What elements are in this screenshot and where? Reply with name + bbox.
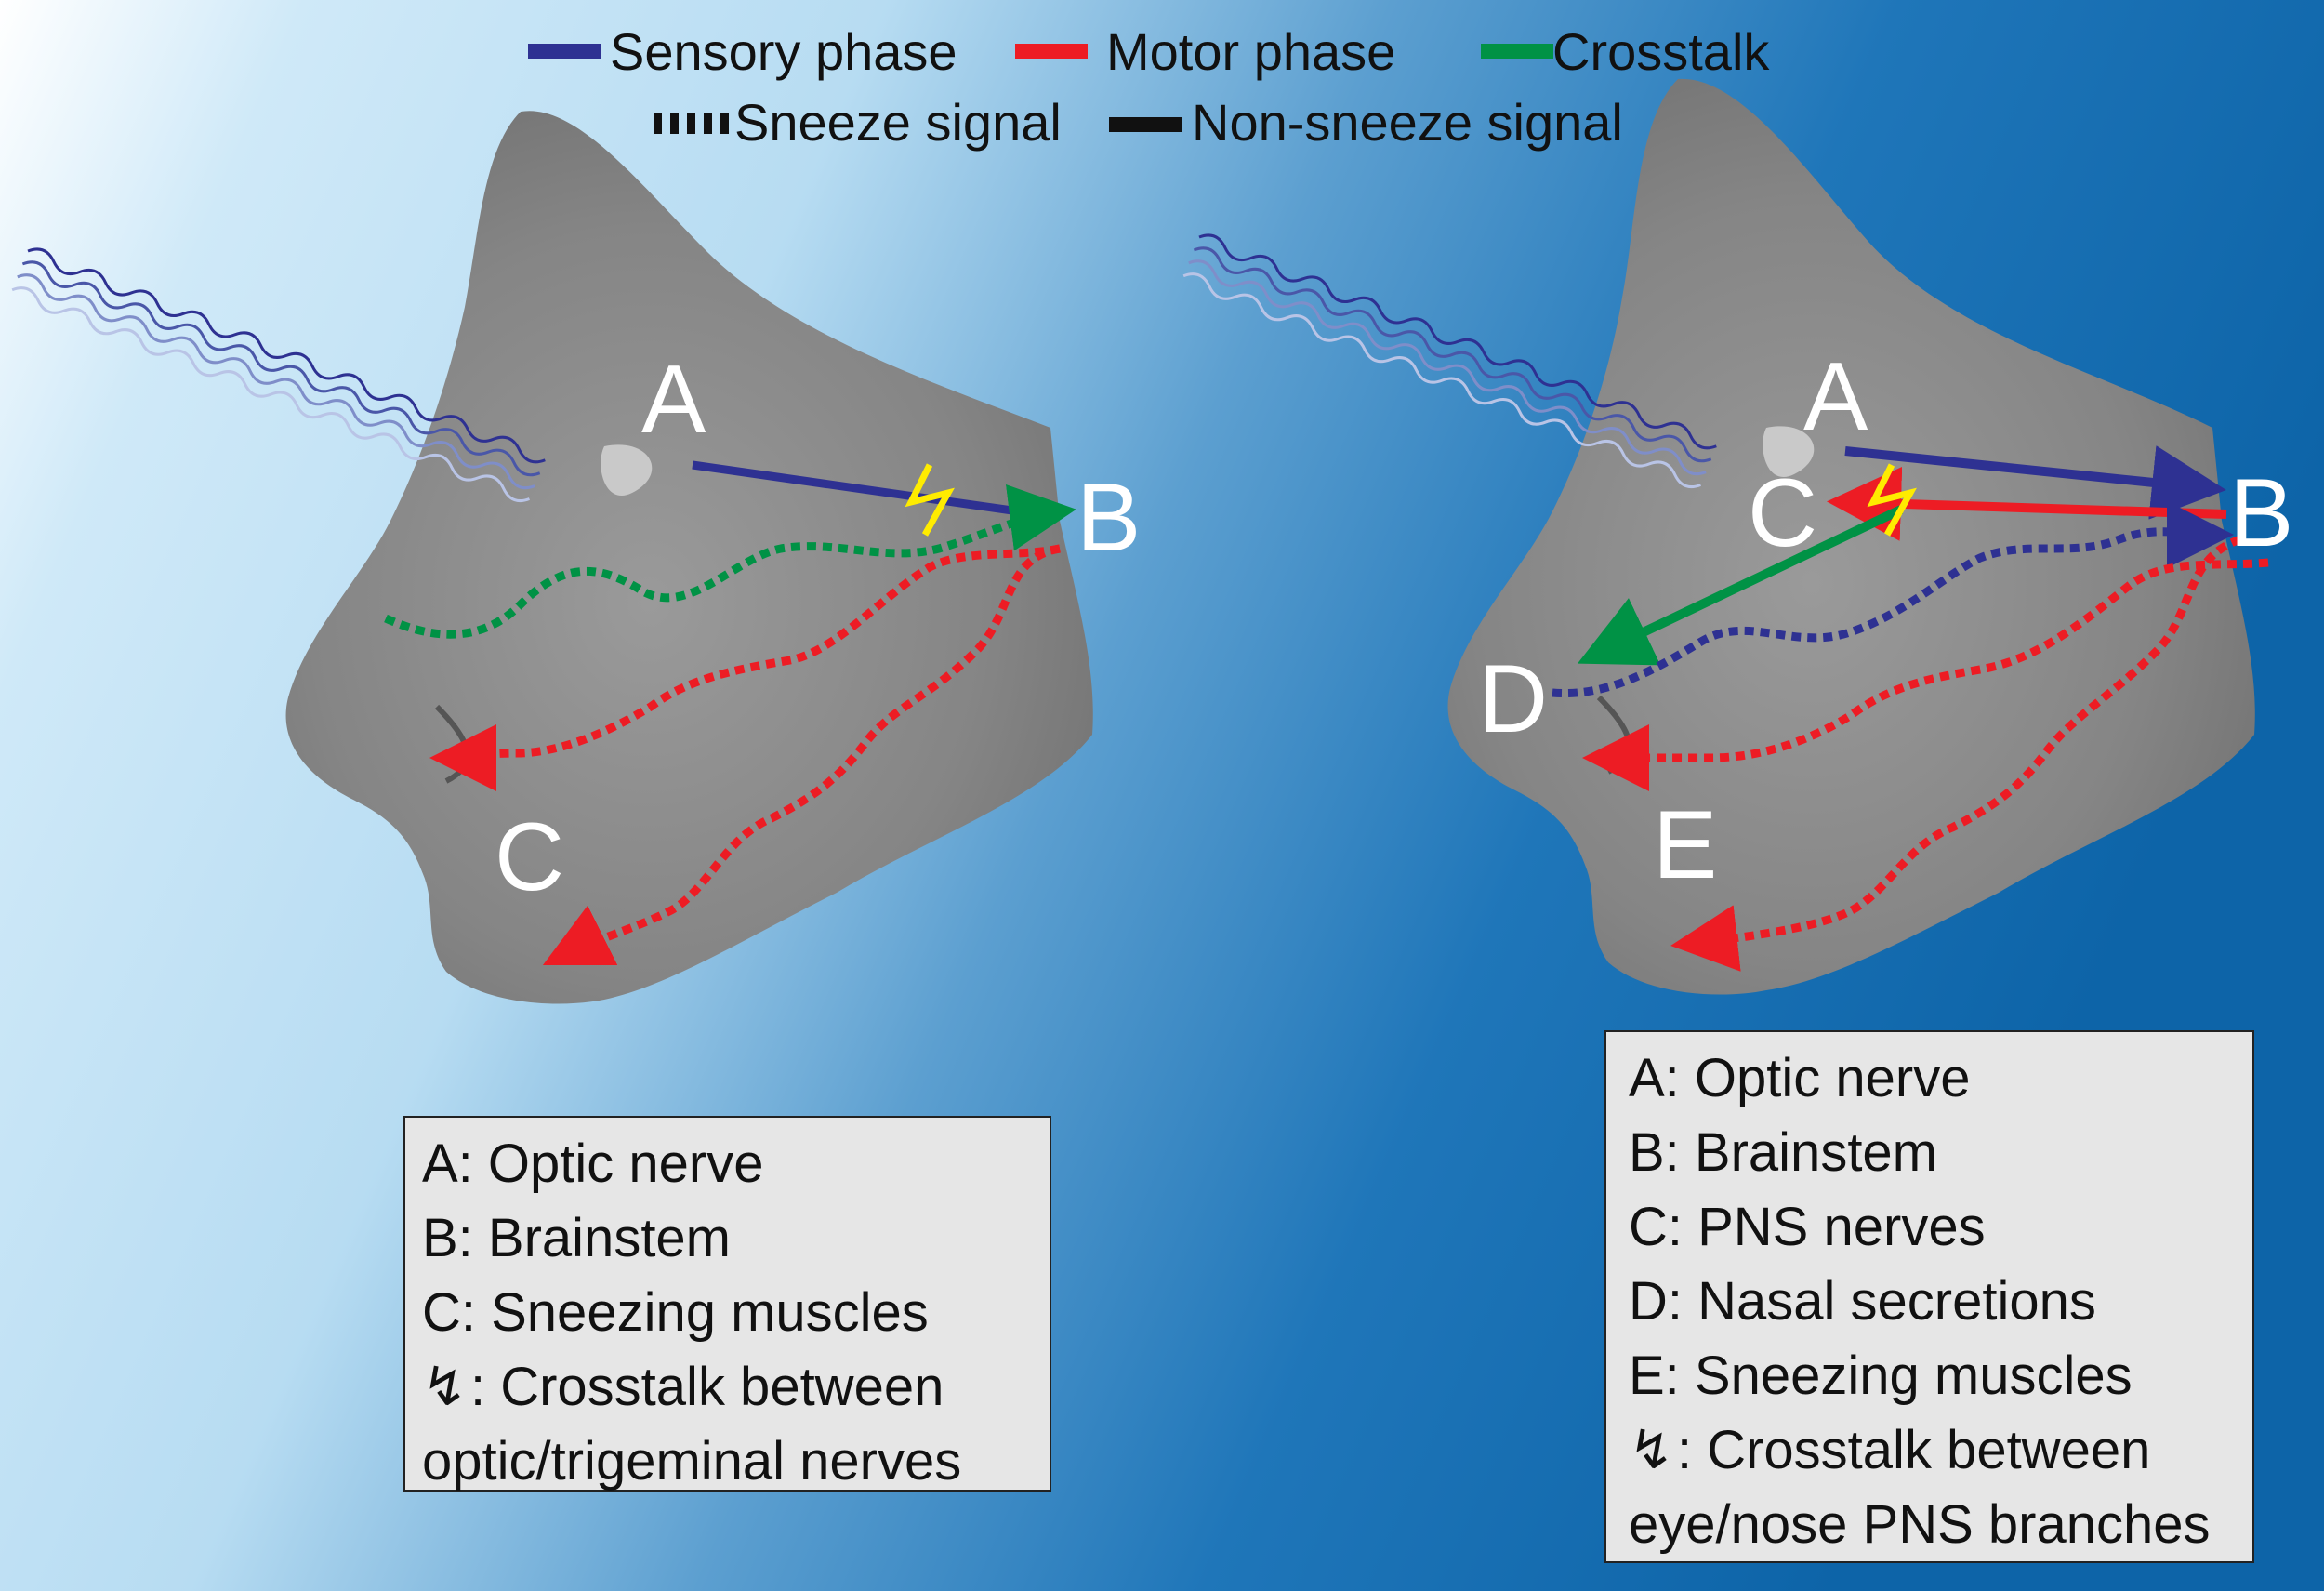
right-crosstalk-bolt <box>1867 463 1917 537</box>
right-key-box: A: Optic nerve B: Brainstem C: PNS nerve… <box>1604 1030 2254 1563</box>
left-key-line: A: Optic nerve <box>422 1134 764 1194</box>
legend-swatch-non-sneeze <box>1109 117 1182 132</box>
left-sensory-arrow <box>692 460 1033 518</box>
right-key-line: eye/nose PNS branches <box>1629 1494 2211 1555</box>
legend-crosstalk-label: Crosstalk <box>1552 22 1770 81</box>
left-crosstalk-arrow <box>384 484 1076 639</box>
right-key-line: C: PNS nerves <box>1629 1197 1986 1257</box>
left-label-c: C <box>495 803 565 911</box>
legend-swatch-sensory <box>528 44 601 59</box>
right-label-c: C <box>1748 459 1818 567</box>
crosstalk-bolt-icon: ↯ <box>422 1357 468 1417</box>
left-key-line: B: Brainstem <box>422 1208 731 1268</box>
left-motor-arrow-mouth <box>542 544 1061 966</box>
legend-sensory-label: Sensory phase <box>610 22 957 81</box>
left-key-box: A: Optic nerve B: Brainstem C: Sneezing … <box>403 1116 1051 1492</box>
right-label-d: D <box>1478 645 1549 753</box>
legend-non-sneeze-label: Non-sneeze signal <box>1192 93 1623 152</box>
right-label-b: B <box>2229 459 2294 567</box>
right-motor-arrow-nose <box>1582 558 2269 791</box>
legend-motor-label: Motor phase <box>1106 22 1396 81</box>
right-label-e: E <box>1653 791 1718 899</box>
right-motor-arrow-c <box>1827 466 2227 541</box>
legend-swatches <box>528 44 1553 134</box>
right-label-a: A <box>1803 343 1868 451</box>
right-key-line: E: Sneezing muscles <box>1629 1346 2133 1406</box>
right-sensory-arrow <box>1844 445 2226 520</box>
legend-swatch-motor <box>1015 44 1088 59</box>
left-motor-arrow-nose <box>429 544 1061 791</box>
left-key-line: C: Sneezing muscles <box>422 1282 929 1343</box>
right-key-line: ↯: Crosstalk between <box>1629 1413 2252 1488</box>
legend-sneeze-label: Sneeze signal <box>734 93 1062 152</box>
right-motor-arrow-mouth <box>1670 535 2242 972</box>
left-key-line: ↯: Crosstalk between <box>422 1350 1050 1425</box>
right-crosstalk-arrow <box>1577 505 1904 666</box>
left-light-waves <box>11 247 546 503</box>
legend-swatch-sneeze <box>654 113 729 134</box>
right-key-line: A: Optic nerve <box>1629 1048 1971 1108</box>
crosstalk-bolt-icon: ↯ <box>1629 1420 1674 1480</box>
right-key-line: B: Brainstem <box>1629 1122 1937 1183</box>
right-sensory-wave <box>1552 500 2234 698</box>
right-key-line: D: Nasal secretions <box>1629 1271 2096 1332</box>
left-label-b: B <box>1076 464 1142 572</box>
right-light-waves <box>1182 233 1717 489</box>
left-label-a: A <box>641 346 706 454</box>
left-key-line: optic/trigeminal nerves <box>422 1431 962 1492</box>
left-crosstalk-bolt <box>905 463 955 537</box>
legend-swatch-crosstalk <box>1481 44 1553 59</box>
